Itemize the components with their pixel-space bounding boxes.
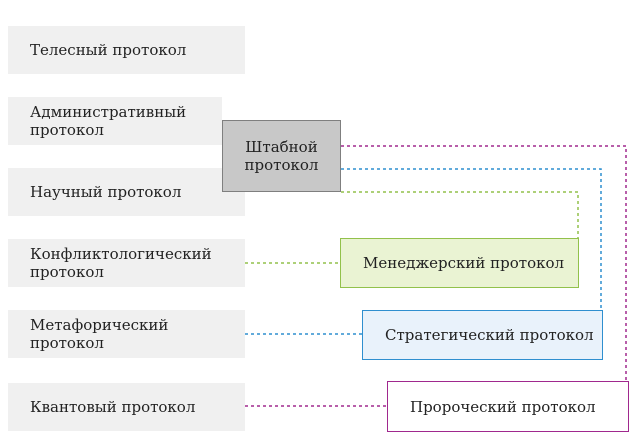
- node-label: Пророческий протокол: [410, 397, 596, 416]
- node-label: Конфликтологический протокол: [30, 245, 212, 281]
- node-admin-protocol: Административный протокол: [8, 97, 222, 145]
- node-label: Штабной протокол: [244, 138, 319, 174]
- node-label: Стратегический протокол: [385, 326, 594, 344]
- node-label: Административный протокол: [30, 103, 187, 139]
- node-strategic-protocol: Стратегический протокол: [362, 310, 603, 360]
- connector-staff-manager: [341, 191, 579, 238]
- node-conflict-protocol: Конфликтологический протокол: [8, 239, 245, 287]
- node-label: Метафорический протокол: [30, 316, 169, 352]
- node-quantum-protocol: Квантовый протокол: [8, 383, 245, 431]
- node-label: Менеджерский протокол: [363, 254, 565, 272]
- node-label: Научный протокол: [30, 183, 182, 201]
- node-prophetic-protocol: Пророческий протокол: [387, 381, 629, 432]
- node-staff-protocol: Штабной протокол: [222, 120, 341, 192]
- node-manager-protocol: Менеджерский протокол: [340, 238, 579, 288]
- node-metaphor-protocol: Метафорический протокол: [8, 310, 245, 358]
- node-science-protocol: Научный протокол: [8, 168, 245, 216]
- node-label: Телесный протокол: [30, 41, 187, 59]
- node-body-protocol: Телесный протокол: [8, 26, 245, 74]
- node-label: Квантовый протокол: [30, 398, 196, 416]
